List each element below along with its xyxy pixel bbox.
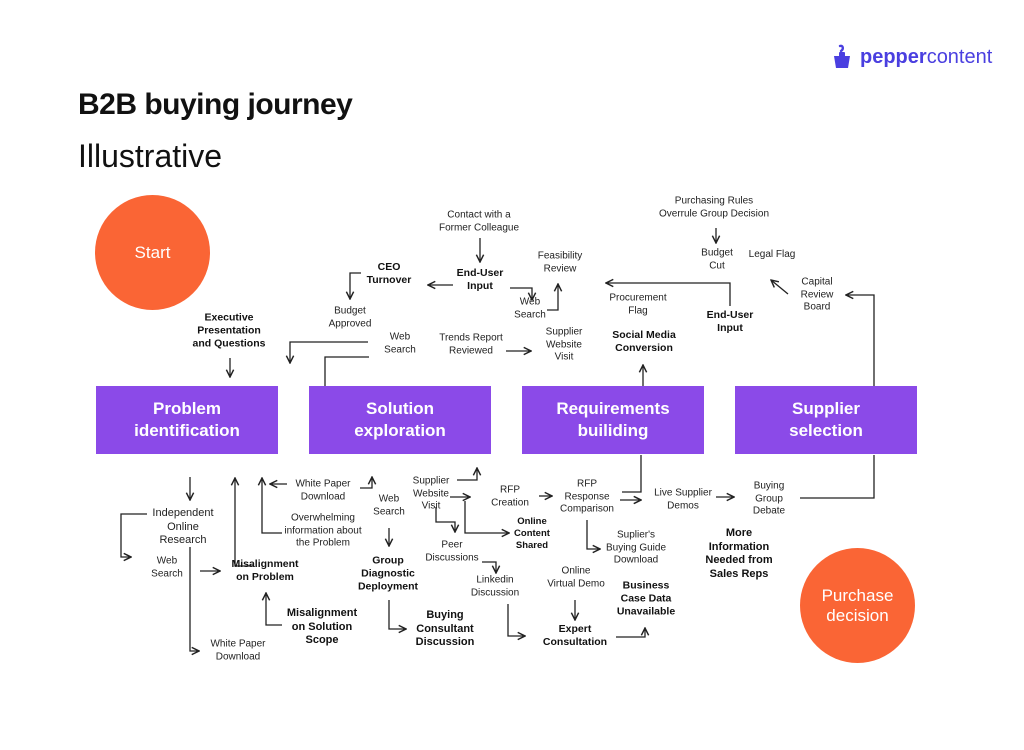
stage-solution-exploration: Solution exploration [309,386,491,454]
label-white-paper-download-1: White Paper Download [295,478,351,503]
label-web-search-3: Web Search [151,555,183,580]
label-end-user-input-2: End-User Input [706,309,754,334]
stage-supplier-selection: Supplier selection [735,386,917,454]
label-live-supplier-demos: Live Supplier Demos [654,487,712,512]
label-contact-former-colleague: Contact with a Former Colleague [438,209,520,234]
label-budget-cut: Budget Cut [701,247,733,272]
label-buying-group-debate: Buying Group Debate [752,480,786,517]
label-end-user-input-1: End-User Input [456,267,504,292]
label-overwhelming-information: Overwhelming information about the Probl… [284,512,362,549]
label-supliers-buying-guide: Suplier's Buying Guide Download [605,529,667,566]
brand-name-light: content [926,45,993,68]
label-online-virtual-demo: Online Virtual Demo [547,565,605,590]
label-social-media-conversion: Social Media Conversion [612,329,676,354]
label-misalignment-problem: Misalignment on Problem [231,558,299,583]
label-business-case-data: Business Case Data Unavailable [616,579,676,618]
label-independent-online-research: Independent Online Research [152,506,214,546]
label-legal-flag: Legal Flag [748,248,796,260]
pepper-logo-icon [834,44,850,68]
label-capital-review-board: Capital Review Board [800,276,834,313]
label-rfp-creation: RFP Creation [491,484,529,509]
label-peer-discussions: Peer Discussions [425,539,479,564]
label-purchasing-rules: Purchasing Rules Overrule Group Decision [658,195,770,220]
label-ceo-turnover: CEO Turnover [366,261,412,286]
label-supplier-website-visit-1: Supplier Website Visit [545,326,583,363]
label-misalignment-solution-scope: Misalignment on Solution Scope [286,606,358,646]
label-web-search-2: Web Search [384,331,416,356]
label-rfp-response-comparison: RFP Response Comparison [560,478,614,515]
label-white-paper-download-2: White Paper Download [210,638,266,663]
stage-requirements-building: Requirements builiding [522,386,704,454]
label-procurement-flag: Procurement Flag [609,292,667,317]
label-budget-approved: Budget Approved [328,305,372,330]
label-linkedin-discussion: Linkedin Discussion [470,574,520,599]
label-online-content-shared: Online Content Shared [514,516,550,551]
label-trends-report: Trends Report Reviewed [439,332,503,357]
stage-problem-identification: Problem identification [96,386,278,454]
label-supplier-website-visit-2: Supplier Website Visit [412,475,450,512]
brand-name-bold: pepper [860,45,927,68]
page-title: B2B buying journey [78,88,353,121]
label-feasibility-review: Feasibility Review [537,250,583,275]
label-web-search-1: Web Search [514,296,546,321]
label-more-information-needed: More Information Needed from Sales Reps [705,527,773,580]
label-executive-presentation: Executive Presentation and Questions [192,311,266,350]
label-buying-consultant-discussion: Buying Consultant Discussion [415,608,475,648]
start-circle: Start [95,195,210,310]
label-web-search-4: Web Search [373,493,405,518]
page-subtitle: Illustrative [78,138,223,174]
purchase-decision-circle: Purchase decision [800,548,915,663]
label-group-diagnostic-deployment: Group Diagnostic Deployment [357,554,419,593]
label-expert-consultation: Expert Consultation [542,623,608,648]
